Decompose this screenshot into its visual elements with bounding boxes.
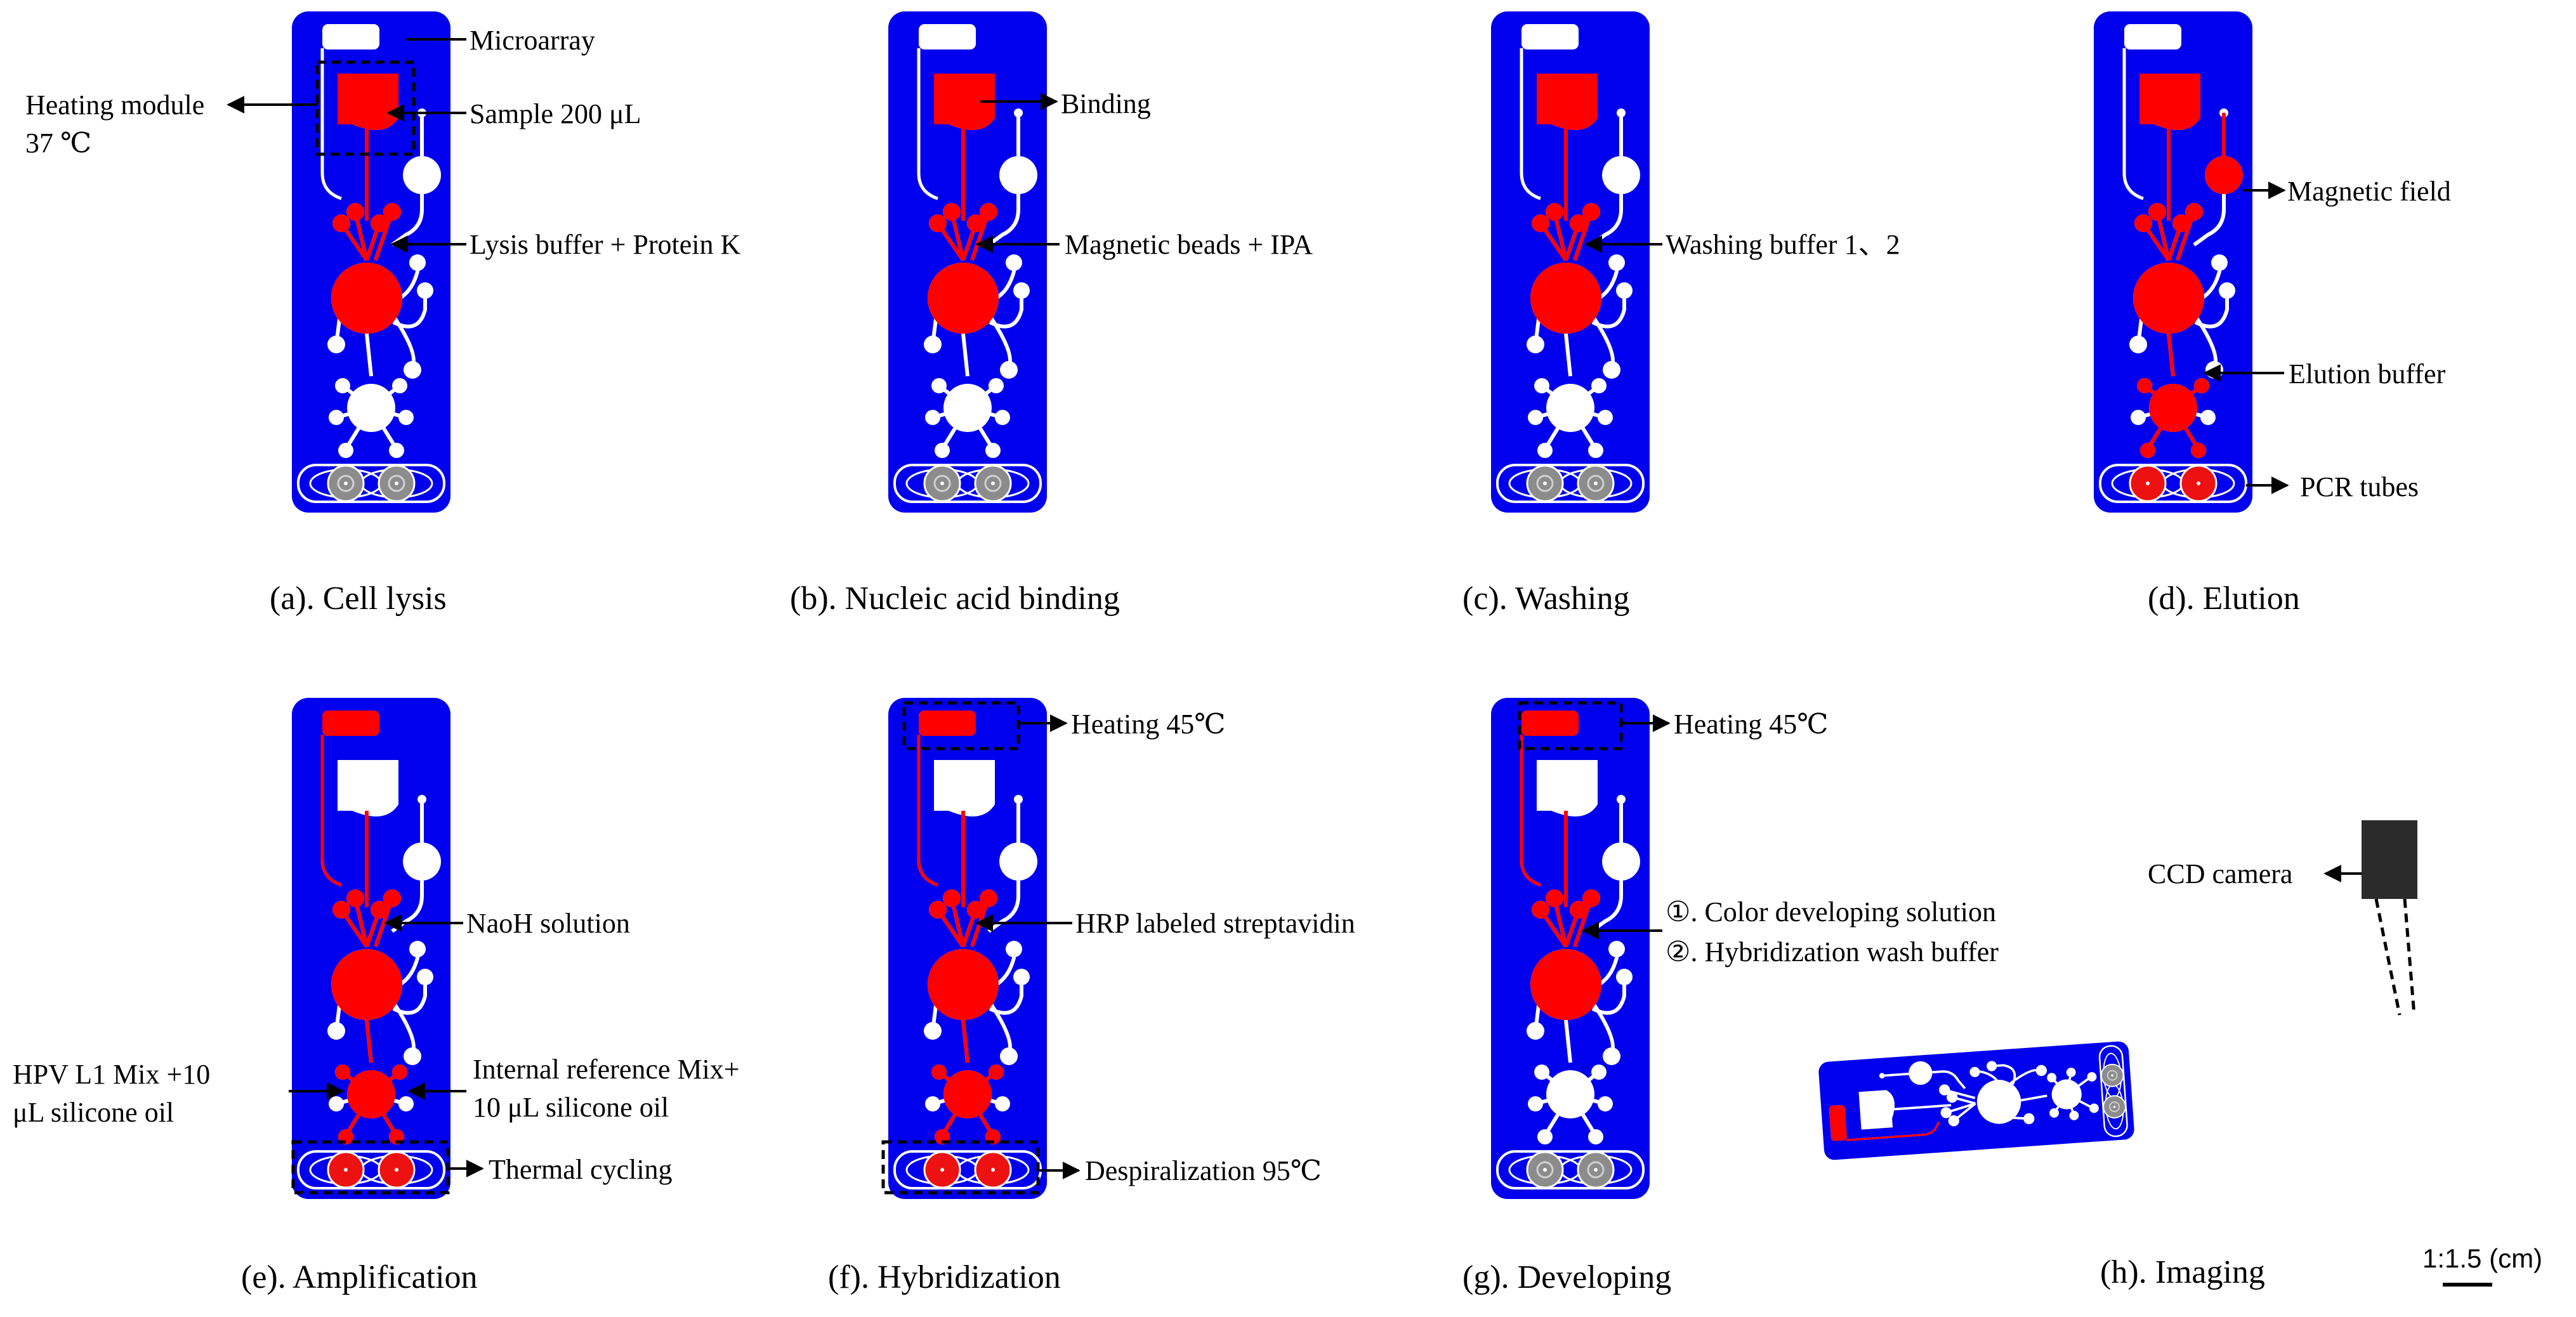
- caption-d: (d). Elution: [2148, 580, 2300, 617]
- label-ccd-camera: CCD camera: [2148, 858, 2292, 889]
- label-elution-buffer: Elution buffer: [2289, 358, 2446, 390]
- label-heating-module: Heating module: [25, 89, 204, 121]
- panel-f: [888, 698, 1047, 1199]
- label-hpv-mix-2: μL silicone oil: [13, 1097, 174, 1128]
- label-thermal-cycling: Thermal cycling: [489, 1154, 673, 1185]
- label-pcr-tubes: PCR tubes: [2300, 471, 2419, 502]
- label-internal-ref-2: 10 μL silicone oil: [473, 1092, 669, 1123]
- label-magnetic-beads: Magnetic beads + IPA: [1065, 229, 1313, 260]
- label-37c: 37 ℃: [25, 128, 91, 159]
- despiralization-box: [881, 1140, 1040, 1195]
- label-heating-f: Heating 45℃: [1071, 709, 1226, 740]
- caption-f: (f). Hybridization: [828, 1259, 1061, 1295]
- label-hyb-wash: ②. Hybridization wash buffer: [1666, 936, 1999, 967]
- heating-module-box: [315, 60, 416, 156]
- label-microarray: Microarray: [470, 25, 595, 56]
- label-lysis-buffer: Lysis buffer + Protein K: [470, 229, 741, 260]
- panel-d: [2094, 11, 2252, 513]
- caption-c: (c). Washing: [1462, 580, 1629, 617]
- label-internal-ref-1: Internal reference Mix+: [473, 1054, 740, 1085]
- label-heating-g: Heating 45℃: [1674, 709, 1829, 740]
- panel-b: [888, 11, 1047, 513]
- caption-e: (e). Amplification: [241, 1259, 478, 1295]
- heating-box-g: [1518, 701, 1623, 750]
- label-naoh: NaoH solution: [466, 908, 630, 939]
- panel-g: [1491, 698, 1650, 1199]
- caption-b: (b). Nucleic acid binding: [790, 580, 1120, 617]
- heating-box-f: [902, 701, 1020, 750]
- panel-c: [1491, 11, 1650, 513]
- panel-h: [1817, 1039, 2136, 1162]
- label-magnetic-field: Magnetic field: [2287, 176, 2451, 207]
- label-hrp: HRP labeled streptavidin: [1075, 908, 1355, 939]
- caption-g: (g). Developing: [1462, 1259, 1671, 1295]
- label-color-developing: ①. Color developing solution: [1666, 896, 1996, 927]
- caption-a: (a). Cell lysis: [270, 580, 447, 617]
- panel-e: [292, 698, 450, 1199]
- caption-h: (h). Imaging: [2100, 1254, 2265, 1290]
- scale-bar-label: 1:1.5 (cm): [2422, 1243, 2542, 1273]
- label-sample: Sample 200 μL: [470, 98, 641, 129]
- label-binding: Binding: [1061, 88, 1151, 119]
- label-washing-buffer: Washing buffer 1、2: [1666, 229, 1900, 260]
- ccd-camera: [2362, 820, 2417, 899]
- label-hpv-mix-1: HPV L1 Mix +10: [13, 1059, 210, 1090]
- label-despiralization: Despiralization 95℃: [1085, 1155, 1322, 1186]
